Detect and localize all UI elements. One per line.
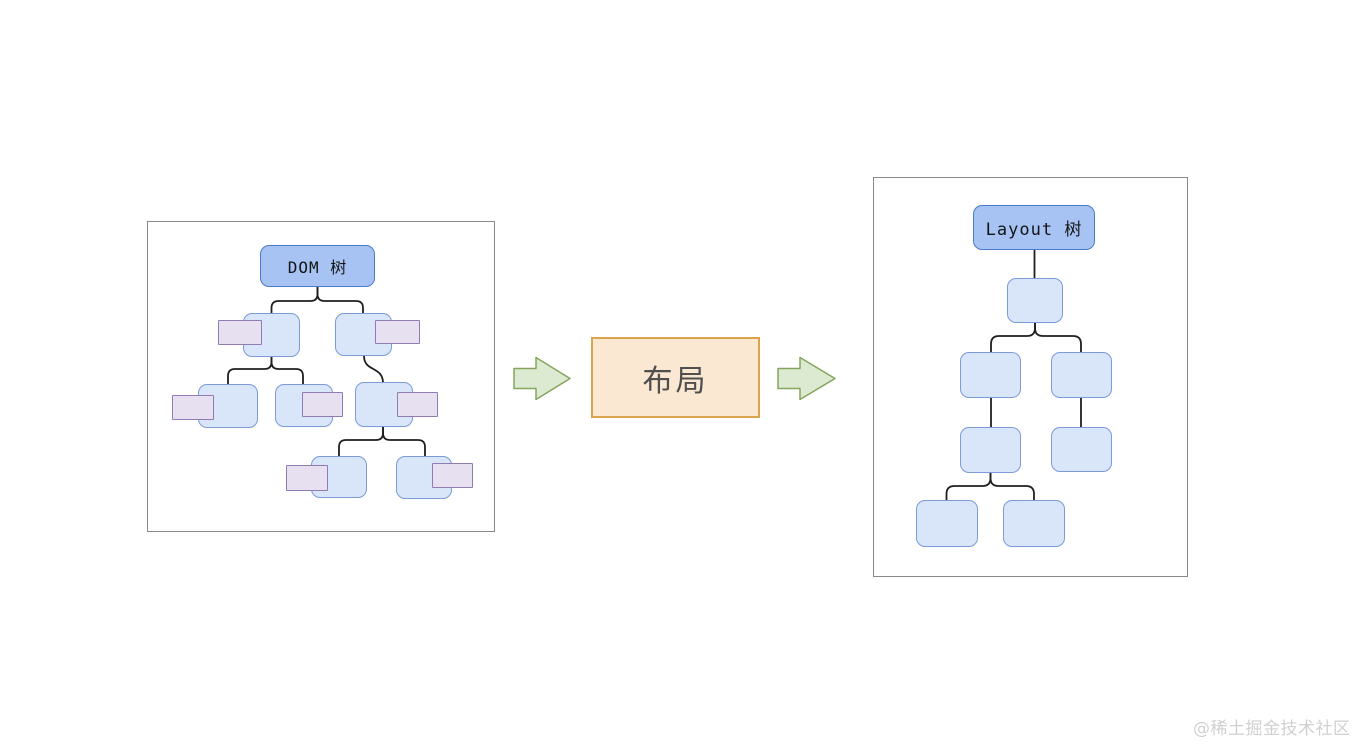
layout-tree-node <box>960 352 1021 398</box>
layout-tree-node <box>916 500 978 547</box>
layout-tree-title-node: Layout 树 <box>973 205 1095 250</box>
layout-tree-connectors <box>945 249 1082 502</box>
layout-tree-node <box>1007 278 1063 323</box>
layout-process-label: 布局 <box>642 363 709 399</box>
dom-tree-panel <box>147 221 495 532</box>
layout-tree-node <box>960 427 1021 473</box>
watermark: @稀土掘金技术社区 <box>1193 719 1351 739</box>
style-fragment-rect <box>302 392 343 417</box>
layout-process-box: 布局 <box>591 337 760 418</box>
layout-tree-node <box>1003 500 1065 547</box>
layout-tree-node <box>1051 352 1112 398</box>
dom-tree-title-node: DOM 树 <box>260 245 375 287</box>
layout-tree-panel <box>873 177 1188 577</box>
style-fragment-rect <box>432 463 473 488</box>
layout-tree-node <box>1051 427 1112 472</box>
flow-arrow-left-icon <box>513 356 571 401</box>
style-fragment-rect <box>172 395 214 420</box>
style-fragment-rect <box>286 465 328 491</box>
flow-arrow-right-icon <box>777 356 836 401</box>
style-fragment-rect <box>397 392 438 417</box>
style-fragment-rect <box>375 320 420 344</box>
style-fragment-rect <box>218 320 262 345</box>
dom-tree-connectors <box>227 286 426 458</box>
